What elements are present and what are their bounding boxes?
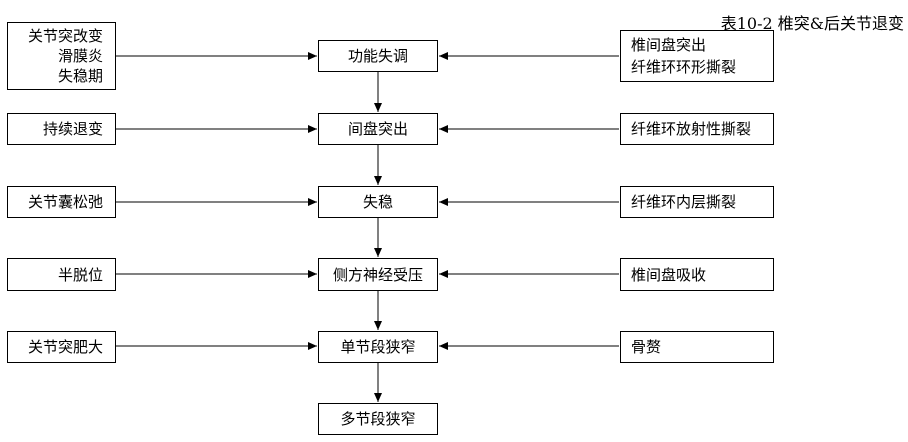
- left-factor-line: 滑膜炎: [57, 47, 103, 65]
- step-box-function-disorder: 功能失调: [318, 40, 438, 72]
- left-factor-line: 关节突改变: [27, 27, 103, 45]
- left-factor-box-3: 关节囊松弛: [7, 186, 116, 218]
- step-box-disc-herniation: 间盘突出: [318, 113, 438, 145]
- figure-title: 表10-2 椎突&后关节退变: [720, 14, 904, 33]
- step-label: 间盘突出: [347, 120, 408, 138]
- left-factor-line: 关节囊松弛: [27, 193, 103, 211]
- step-box-lateral-nerve-compression: 侧方神经受压: [318, 258, 438, 291]
- step-label: 侧方神经受压: [332, 265, 423, 284]
- right-factor-line: 椎间盘突出: [631, 36, 707, 54]
- left-factor-box-5: 关节突肥大: [7, 331, 116, 363]
- left-factor-box-4: 半脱位: [7, 258, 116, 291]
- step-label: 功能失调: [347, 47, 408, 65]
- left-factor-line: 失稳期: [57, 67, 103, 85]
- right-factor-line: 骨赘: [631, 338, 662, 356]
- right-factor-line: 纤维环环形撕裂: [631, 58, 737, 76]
- right-factor-box-5: 骨赘: [620, 331, 774, 363]
- left-factor-line: 持续退变: [42, 120, 103, 138]
- left-factor-line: 半脱位: [57, 265, 103, 284]
- step-label: 失稳: [362, 193, 393, 211]
- left-factor-line: 关节突肥大: [27, 338, 103, 356]
- right-factor-line: 纤维环内层撕裂: [631, 193, 737, 211]
- right-factor-line: 椎间盘吸收: [631, 265, 707, 284]
- step-box-instability: 失稳: [318, 186, 438, 218]
- right-factor-box-3: 纤维环内层撕裂: [620, 186, 774, 218]
- step-label: 多节段狭窄: [340, 410, 416, 428]
- left-factor-box-1: 关节突改变 滑膜炎 失稳期: [7, 22, 116, 90]
- step-box-single-level-stenosis: 单节段狭窄: [318, 331, 438, 363]
- step-box-multi-level-stenosis: 多节段狭窄: [318, 403, 438, 435]
- step-label: 单节段狭窄: [340, 338, 416, 356]
- right-factor-box-2: 纤维环放射性撕裂: [620, 113, 774, 145]
- right-factor-box-1: 椎间盘突出 纤维环环形撕裂: [620, 30, 774, 82]
- right-factor-box-4: 椎间盘吸收: [620, 258, 774, 291]
- right-factor-line: 纤维环放射性撕裂: [631, 120, 752, 138]
- left-factor-box-2: 持续退变: [7, 113, 116, 145]
